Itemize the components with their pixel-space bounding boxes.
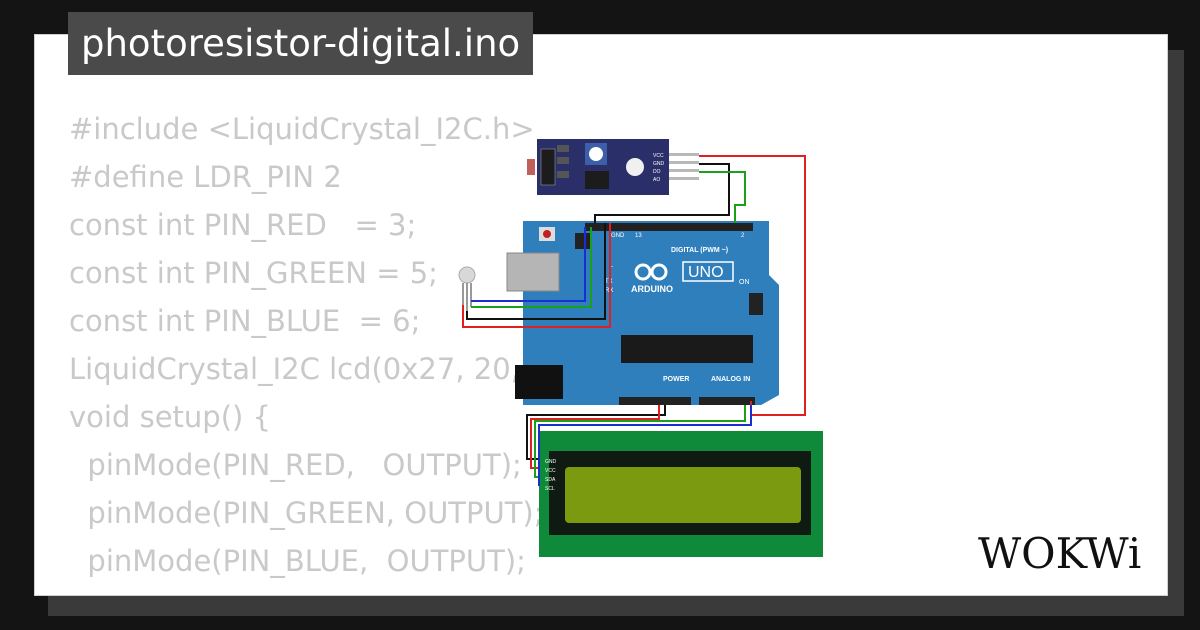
digital-label: DIGITAL (PWM ~) [671,247,728,254]
arduino-logo-icon [634,263,668,281]
wokwi-logo: WOKWi [978,529,1141,578]
led-label-tx: TX [605,279,613,285]
code-line: pinMode(PIN_BLUE, OUTPUT); [69,544,526,578]
model-label: UNO [688,264,724,281]
project-title: photoresistor-digital.ino [68,12,534,75]
ldr-pin-label: GND [653,161,665,167]
code-line: const int PIN_BLUE = 6; [69,304,421,338]
reset-button[interactable] [543,230,551,238]
code-line: const int PIN_GREEN = 5; [69,256,438,290]
ldr-module[interactable]: VCC GND DO AO [527,139,699,195]
rgb-led[interactable] [458,266,476,311]
analog-label: ANALOG IN [711,376,750,383]
lcd-pin-label: GND [545,459,557,465]
analog-header [699,397,755,405]
code-preview: #include <LiquidCrystal_I2C.h> #define LD… [69,105,569,595]
code-line: #include <LiquidCrystal_I2C.h> [69,112,535,146]
power-jack [515,365,563,399]
digital-pin-label: 2 [741,233,745,239]
lcd-pin-label: VCC [545,468,556,474]
lcd-display[interactable]: GND VCC SDA SCL [539,431,823,557]
code-line: const int PIN_RED = 3; [69,208,417,242]
ldr-pin-label: DO [653,169,661,175]
power-label: POWER [663,376,689,383]
lcd-pin-label: SCL [545,486,555,492]
power-header [619,397,691,405]
preview-card: #include <LiquidCrystal_I2C.h> #define LD… [34,34,1168,596]
digital-pin-label: 13 [635,233,642,239]
digital-header [585,223,753,231]
code-line: #define LDR_PIN 2 [69,160,342,194]
ldr-pin-label: VCC [653,153,664,159]
code-line: pinMode(PIN_GREEN, OUTPUT); [69,496,544,530]
circuit-diagram: VCC GND DO AO DIGITAL (PWM ~) GND 13 2 L… [458,139,823,557]
code-line: pinMode(PIN_RED, OUTPUT); [69,448,522,482]
wires [462,155,806,486]
usb-connector [506,252,560,292]
on-label: ON [739,279,750,286]
atmega-chip [621,335,753,363]
digital-pin-label: GND [611,233,625,239]
arduino-uno-board[interactable]: DIGITAL (PWM ~) GND 13 2 L TX RX UNO ARD… [506,221,779,405]
code-line: pinMode(LDR_PIN, INPUT); [69,585,569,595]
wokwi-logo-text: WOKWi [978,529,1141,578]
ldr-pin-label: AO [653,177,660,183]
brand-label: ARDUINO [631,284,673,294]
lcd-pin-label: SDA [545,477,556,483]
code-line: void setup() { [69,400,271,434]
